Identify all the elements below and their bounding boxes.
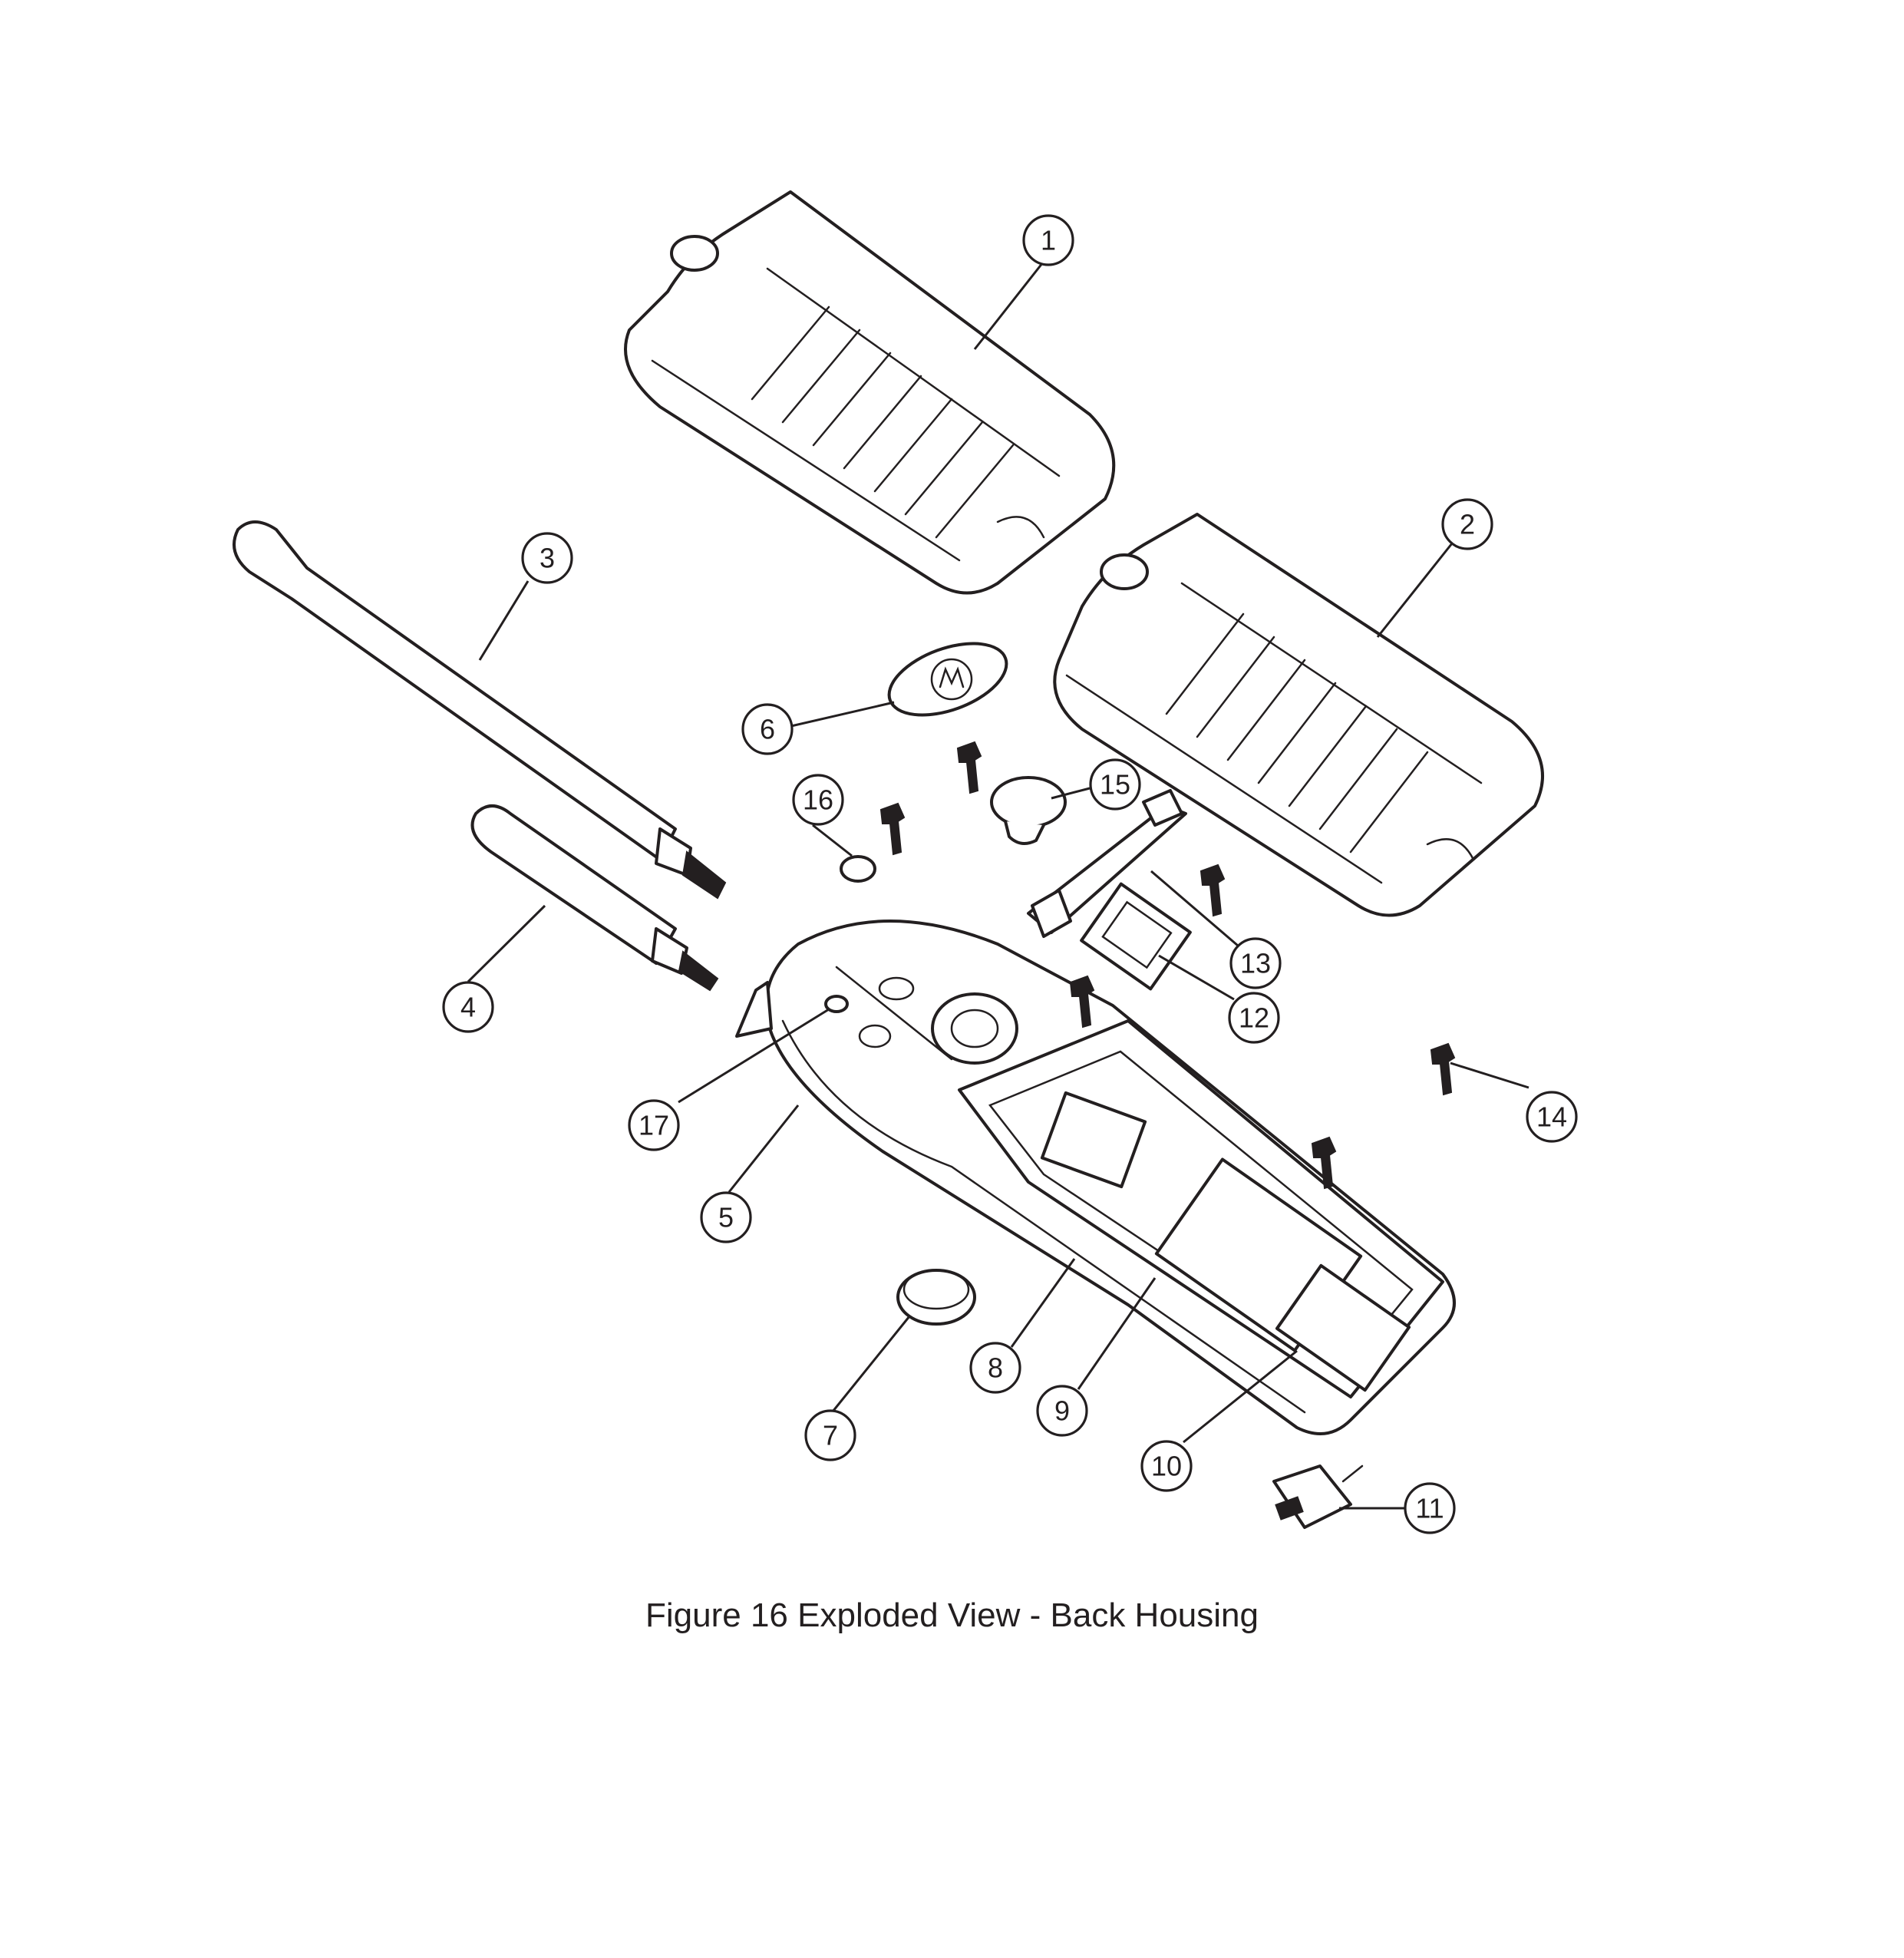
callout-15: 15 [1089, 758, 1141, 811]
svg-text:6: 6 [760, 714, 775, 745]
callout-17: 17 [628, 1099, 680, 1151]
callout-6: 6 [741, 703, 794, 755]
svg-text:7: 7 [823, 1420, 838, 1451]
svg-text:2: 2 [1460, 509, 1475, 540]
svg-text:4: 4 [460, 992, 476, 1023]
part-16-pad [840, 855, 876, 883]
part-7-knob-cap [896, 1269, 976, 1326]
part-5-back-housing [735, 920, 1456, 1435]
callout-8: 8 [969, 1342, 1021, 1394]
callout-11: 11 [1404, 1482, 1456, 1534]
callout-10: 10 [1140, 1440, 1193, 1492]
callout-14: 14 [1526, 1091, 1578, 1143]
part-4-stubby-antenna [470, 804, 719, 992]
part-6-logo-badge [887, 642, 1008, 717]
svg-text:1: 1 [1041, 225, 1056, 256]
part-3-antenna [233, 520, 727, 900]
figure-caption: Figure 16 Exploded View - Back Housing [645, 1596, 1259, 1634]
svg-text:13: 13 [1240, 948, 1271, 979]
callout-3: 3 [521, 532, 573, 584]
part-2-battery-cover [1053, 513, 1544, 917]
svg-text:15: 15 [1100, 769, 1130, 801]
callout-1: 1 [1022, 214, 1074, 266]
leader-lines [467, 255, 1529, 1510]
svg-text:12: 12 [1239, 1002, 1269, 1034]
callout-12: 12 [1228, 992, 1280, 1044]
callout-5: 5 [700, 1191, 752, 1243]
svg-text:3: 3 [540, 543, 555, 574]
svg-text:5: 5 [718, 1202, 734, 1233]
part-1-battery-cover [624, 190, 1116, 595]
svg-text:9: 9 [1054, 1395, 1070, 1427]
part-12-gasket [1080, 882, 1192, 991]
part-13-bracket [1027, 789, 1187, 938]
svg-text:16: 16 [803, 784, 833, 816]
callout-2: 2 [1441, 498, 1493, 550]
part-17-plug [824, 995, 849, 1013]
part-11-connector [1272, 1464, 1364, 1529]
svg-text:17: 17 [639, 1110, 669, 1141]
callout-7: 7 [804, 1409, 856, 1461]
part-15-grommet-plug [990, 776, 1067, 845]
svg-text:14: 14 [1536, 1101, 1567, 1133]
callout-13: 13 [1229, 937, 1282, 989]
svg-text:11: 11 [1415, 1493, 1444, 1524]
screws [879, 741, 1456, 1190]
callout-9: 9 [1036, 1385, 1088, 1437]
svg-text:10: 10 [1151, 1451, 1182, 1482]
callout-16: 16 [792, 774, 844, 826]
callout-4: 4 [442, 981, 494, 1033]
svg-text:8: 8 [988, 1352, 1003, 1384]
